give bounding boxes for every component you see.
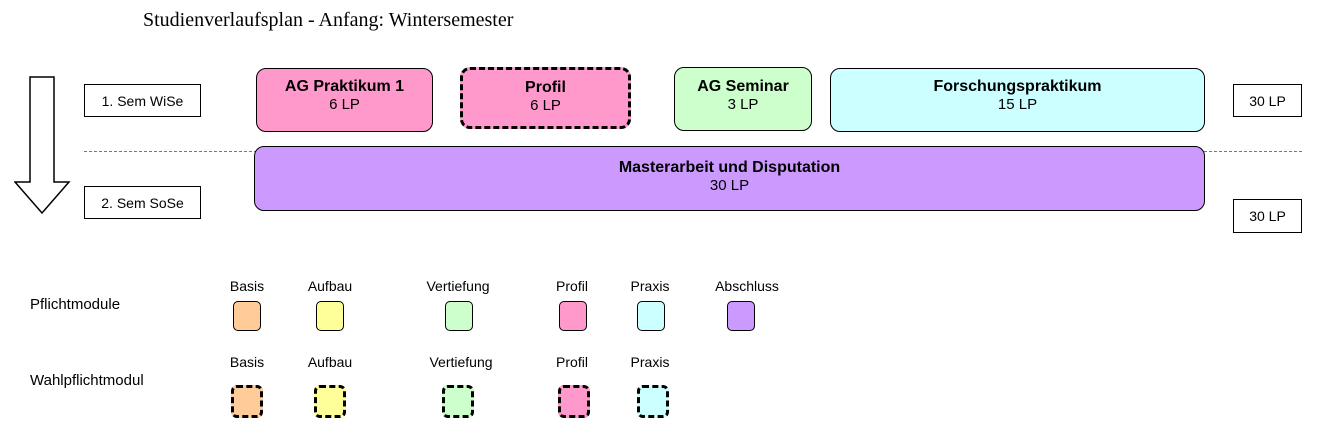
page-title: Studienverlaufsplan - Anfang: Winterseme… [143,9,514,31]
legend-head-basis: Basis [229,354,265,370]
legend-head-basis: Basis [229,278,265,294]
legend-head-praxis: Praxis [630,354,670,370]
module-name: Profil [525,79,566,96]
legend-head-vertiefung: Vertiefung [426,278,490,294]
module-lp: 15 LP [997,96,1038,113]
module-name: AG Praktikum 1 [284,78,405,95]
legend-head-praxis: Praxis [630,278,670,294]
module-name: Masterarbeit und Disputation [618,159,841,176]
module-ag-praktikum-1: AG Praktikum 1 6 LP [256,68,433,132]
legend-swatch-abschluss [727,301,755,331]
legend-head-profil: Profil [556,278,588,294]
module-lp: 3 LP [727,96,759,113]
semester-1-lp: 30 LP [1233,84,1302,117]
module-profil: Profil 6 LP [460,67,631,129]
legend-swatch-basis-dashed [231,385,263,418]
legend-swatch-vertiefung-dashed [442,385,474,418]
semester-label-2: 2. Sem SoSe [84,186,201,219]
legend-head-aufbau: Aufbau [307,278,353,294]
legend-swatch-profil-dashed [558,385,590,418]
semester-2-lp: 30 LP [1233,199,1302,233]
legend-head-profil: Profil [556,354,588,370]
semester-label-1: 1. Sem WiSe [84,84,201,117]
module-lp: 30 LP [709,177,750,194]
legend-head-vertiefung: Vertiefung [429,354,493,370]
legend-swatch-basis [233,301,261,331]
legend-row-label-pflicht: Pflichtmodule [30,296,121,313]
module-masterarbeit: Masterarbeit und Disputation 30 LP [254,146,1205,211]
module-ag-seminar: AG Seminar 3 LP [674,67,812,131]
module-lp: 6 LP [329,96,360,113]
module-name: Forschungspraktikum [933,78,1102,95]
legend-row-label-wahlpflicht: Wahlpflichtmodul [30,372,144,389]
legend-head-abschluss: Abschluss [715,278,779,294]
module-forschungspraktikum: Forschungspraktikum 15 LP [830,68,1205,132]
timeline-arrow-icon [14,76,71,215]
module-name: AG Seminar [697,78,789,95]
module-lp: 6 LP [530,97,561,114]
legend-swatch-aufbau-dashed [314,385,346,418]
legend-swatch-aufbau [316,301,344,331]
legend-head-aufbau: Aufbau [307,354,353,370]
legend-swatch-profil [559,301,587,331]
legend-swatch-vertiefung [445,301,473,331]
legend-swatch-praxis-dashed [637,385,669,418]
legend-swatch-praxis [637,301,665,331]
